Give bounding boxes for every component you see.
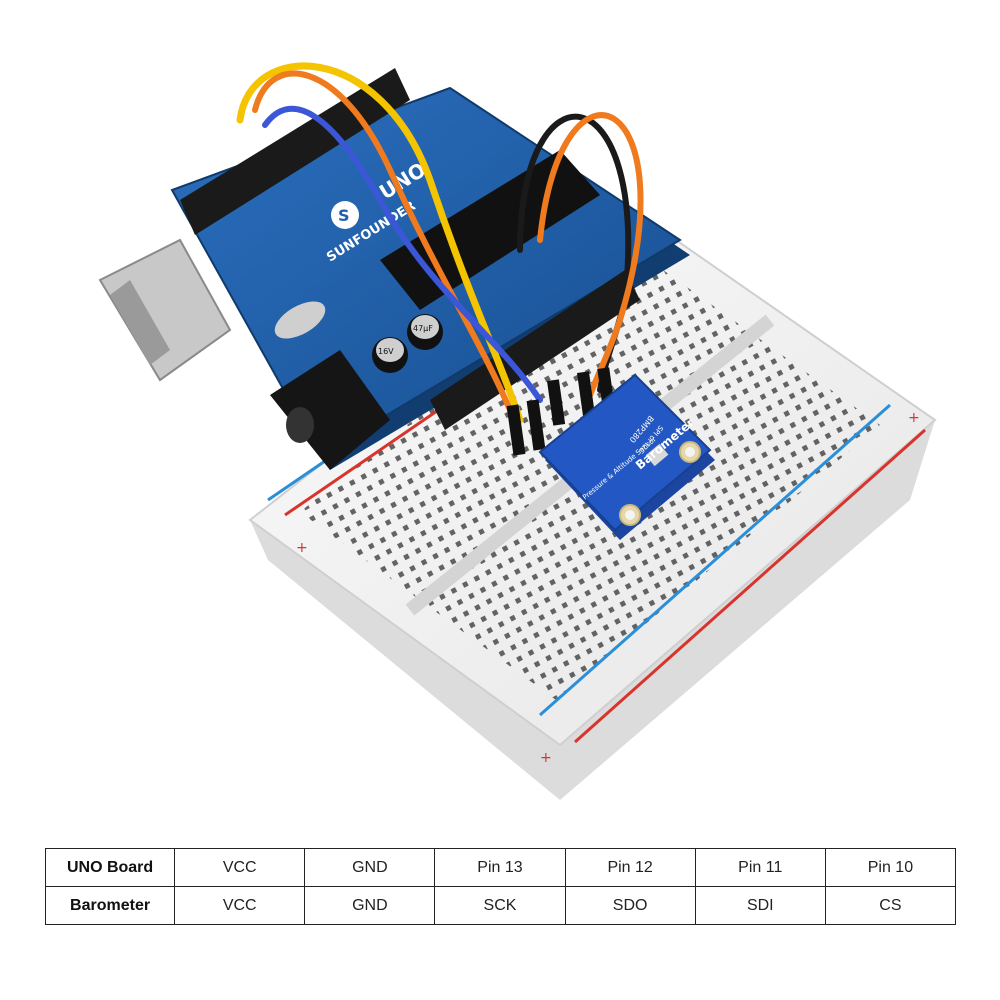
- pin-mapping-table: UNO Board VCC GND Pin 13 Pin 12 Pin 11 P…: [44, 848, 957, 925]
- wire-blue: [262, 105, 543, 403]
- table-row: UNO Board VCC GND Pin 13 Pin 12 Pin 11 P…: [44, 848, 957, 887]
- table-cell: Pin 10: [824, 848, 957, 887]
- row-header-uno-board: UNO Board: [44, 848, 176, 887]
- table-cell: SDO: [564, 886, 696, 925]
- svg-text:S: S: [338, 206, 350, 225]
- plus-marker: +: [908, 410, 920, 426]
- table-cell: Pin 13: [434, 848, 566, 887]
- wiring-photo: + + + 16V 47µF S SUN: [98, 62, 937, 800]
- wire-yellow: [236, 62, 524, 424]
- table-cell: GND: [304, 848, 436, 887]
- sunfounder-logo: S: [331, 201, 359, 229]
- table-row: Barometer VCC GND SCK SDO SDI CS: [44, 886, 957, 925]
- crystal: [274, 301, 326, 339]
- capacitor-label: 47µF: [413, 324, 433, 333]
- table-cell: GND: [304, 886, 436, 925]
- microcontroller-chip: [380, 150, 600, 310]
- sensor-chip: [645, 443, 669, 467]
- barometer-module: Barometer BMP280 SPI or I2C Pressure & A…: [538, 373, 715, 540]
- jumper-wires: [236, 62, 644, 456]
- row-header-barometer: Barometer: [44, 886, 176, 925]
- rail-blue-right: [539, 403, 891, 717]
- plus-marker: +: [540, 750, 552, 766]
- capacitor-label: 16V: [378, 347, 394, 356]
- table-cell: Pin 12: [564, 848, 696, 887]
- table-cell: Pin 11: [694, 848, 826, 887]
- capacitors: 16V 47µF: [372, 314, 443, 373]
- table-cell: CS: [824, 886, 957, 925]
- table-cell: VCC: [174, 848, 306, 887]
- table-cell: SDI: [694, 886, 826, 925]
- power-jack: [270, 350, 390, 470]
- header-power: [430, 270, 640, 430]
- wire-orange: [252, 70, 513, 413]
- rail-red-right: [574, 428, 926, 744]
- plus-marker: +: [296, 540, 308, 556]
- table-cell: VCC: [174, 886, 306, 925]
- table-cell: SCK: [434, 886, 566, 925]
- wire-orange-2: [537, 112, 644, 398]
